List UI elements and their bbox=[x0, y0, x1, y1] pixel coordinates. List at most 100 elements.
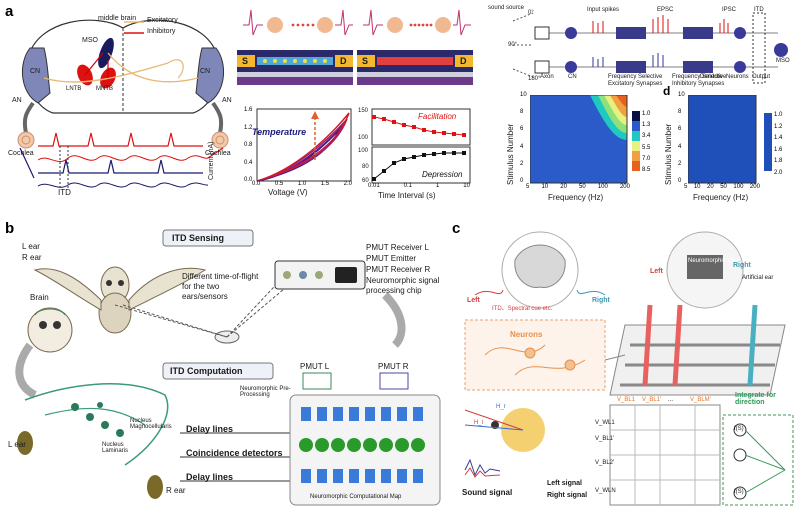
b-nucleus-mag: Nucleus Magnocellularis bbox=[130, 418, 172, 430]
heatmap1-xlabel: Frequency (Hz) bbox=[548, 193, 604, 202]
label-itd: ITD bbox=[58, 188, 71, 197]
label-mso: MSO bbox=[82, 37, 98, 44]
c-vbl2: V_BL2' bbox=[595, 460, 615, 466]
h2-xtick: 10 bbox=[693, 184, 701, 190]
c-right-signal: Right signal bbox=[547, 492, 588, 499]
h1-ytick: 2 bbox=[520, 160, 524, 167]
b-delay-lines-2: Delay lines bbox=[186, 472, 234, 482]
deg-0: 0° bbox=[528, 10, 534, 16]
cbar2-tick: 1.2 bbox=[774, 123, 783, 130]
b-delay-lines-1: Delay lines bbox=[186, 424, 234, 434]
deg-180: 180° bbox=[528, 76, 541, 82]
h2-ytick: 4 bbox=[678, 143, 682, 150]
dep-ytick: 80 bbox=[362, 164, 369, 170]
heatmap1-yticks: 0 2 4 6 8 10 bbox=[520, 92, 527, 184]
legend-inhibitory: Inhibitory bbox=[147, 28, 176, 35]
h2-ytick: 2 bbox=[678, 160, 682, 167]
b-coincidence: Coincidence detectors bbox=[186, 448, 283, 458]
h1-xtick: 20 bbox=[560, 184, 567, 190]
dep-ytick: 100 bbox=[358, 148, 369, 154]
int-xtick: 0.1 bbox=[403, 183, 412, 189]
c-right: Right bbox=[592, 297, 610, 304]
b-pmut-l: PMUT L bbox=[300, 362, 330, 371]
c-left: Left bbox=[467, 297, 480, 304]
iv-xlabel: Voltage (V) bbox=[268, 188, 308, 197]
heatmap1-xticks: 5 10 20 50 100 200 bbox=[526, 184, 630, 190]
device-d-left: D bbox=[340, 56, 347, 66]
heatmap2-xticks: 5 10 20 50 100 200 bbox=[684, 184, 760, 190]
cbar1-tick: 3.4 bbox=[642, 133, 651, 140]
h1-xtick: 50 bbox=[579, 184, 586, 190]
b-pmut-emitter: PMUT Emitter bbox=[366, 254, 417, 263]
b-l-ear-2: L ear bbox=[8, 440, 26, 449]
iv-ytick: 1.2 bbox=[244, 124, 253, 131]
interval-xlabel: Time Interval (s) bbox=[378, 191, 436, 200]
sound-source-label: sound source bbox=[488, 5, 525, 11]
label-cn-right: CN bbox=[200, 68, 211, 75]
h2-ytick: 8 bbox=[678, 109, 682, 116]
cbar1-tick: 7.0 bbox=[642, 155, 651, 162]
cbar2-tick: 1.8 bbox=[774, 158, 783, 165]
device-s-left: S bbox=[242, 56, 249, 66]
h1-ytick: 10 bbox=[520, 92, 527, 98]
b-pmut-r: PMUT R bbox=[378, 362, 409, 371]
panel-label-b: b bbox=[5, 220, 15, 237]
h1-ytick: 8 bbox=[520, 109, 524, 116]
int-xtick: 0.01 bbox=[368, 183, 380, 189]
c-fs1: f(S) bbox=[734, 426, 744, 432]
c-chip: Neuromorphic Chip bbox=[688, 258, 740, 264]
label-middle-brain: middle brain bbox=[98, 15, 137, 22]
b-brain: Brain bbox=[30, 293, 49, 302]
synaptic-device-diagrams bbox=[237, 9, 473, 85]
b-pmut-rx-r: PMUT Receiver R bbox=[366, 265, 431, 274]
b-l-ear: L ear bbox=[22, 242, 40, 251]
iv-yticks: 0.0 0.4 0.8 1.2 1.6 bbox=[244, 107, 252, 183]
cbar1-tick: 8.5 bbox=[642, 166, 651, 173]
depression-label: Depression bbox=[422, 170, 463, 179]
c-artificial-ear: Artificial ear bbox=[742, 275, 774, 281]
iv-ytick: 0.0 bbox=[244, 177, 253, 183]
neuromorphic-chip-diagram bbox=[464, 231, 794, 506]
mso-label: MSO bbox=[776, 58, 790, 64]
label-an-left: AN bbox=[12, 97, 22, 104]
c-vbl1-row: V_BL1' bbox=[595, 436, 615, 442]
c-vwln: V_WLN bbox=[595, 488, 616, 494]
h2-ytick: 6 bbox=[678, 126, 682, 133]
label-cochlea-left: Cochlea bbox=[8, 150, 34, 157]
itd-label: ITD bbox=[754, 7, 764, 13]
h1-xtick: 100 bbox=[597, 184, 608, 190]
c-itd-note: ITD、Spectral cue etc. bbox=[492, 306, 553, 312]
fsi-label: Frequency Selective Inhibitory Synapses bbox=[672, 74, 727, 87]
b-tof: Different time-of-flight for the two ear… bbox=[182, 272, 259, 301]
c-vblm: V_BLM' bbox=[690, 397, 711, 403]
cbar2-tick: 2.0 bbox=[774, 169, 783, 176]
iv-xtick: 0.5 bbox=[274, 181, 284, 187]
h2-xtick: 20 bbox=[707, 184, 714, 190]
h2-xtick: 5 bbox=[684, 184, 688, 190]
b-pmut-rx-l: PMUT Receiver L bbox=[366, 243, 429, 252]
h2-ytick: 10 bbox=[678, 92, 685, 98]
dendrite-label: Dendrite bbox=[700, 74, 723, 80]
cn-label: CN bbox=[568, 74, 577, 80]
facilitation-depression-plot bbox=[371, 108, 471, 184]
iv-hysteresis-plot bbox=[256, 108, 352, 182]
label-an-right: AN bbox=[222, 97, 232, 104]
iv-xticks: 0.0 0.5 1.0 1.5 2.0 bbox=[252, 181, 352, 187]
fse-label: Frequency Selective Excitatory Synapses bbox=[608, 74, 663, 87]
h2-xtick: 100 bbox=[733, 184, 744, 190]
cbar1-tick: 5.5 bbox=[642, 144, 651, 151]
ipsc-label: IPSC bbox=[722, 7, 737, 13]
fac-ytick: 100 bbox=[358, 135, 369, 141]
b-r-ear-2: R ear bbox=[166, 486, 186, 495]
b-itd-sensing: ITD Sensing bbox=[172, 233, 225, 243]
facilitation-label: Facilitation bbox=[418, 112, 457, 121]
iv-xtick: 1.0 bbox=[297, 181, 307, 187]
c-integrate: Integrate for direction bbox=[735, 392, 776, 406]
h1-ytick: 4 bbox=[520, 143, 524, 150]
deg-90: 90° bbox=[508, 42, 518, 48]
device-s-right: S bbox=[362, 56, 369, 66]
iv-xtick: 0.0 bbox=[252, 181, 261, 187]
c-vbl1: V_BL1 bbox=[617, 397, 636, 403]
neurons-label: Neurons bbox=[726, 74, 749, 80]
cbar1-tick: 1.3 bbox=[642, 122, 651, 129]
